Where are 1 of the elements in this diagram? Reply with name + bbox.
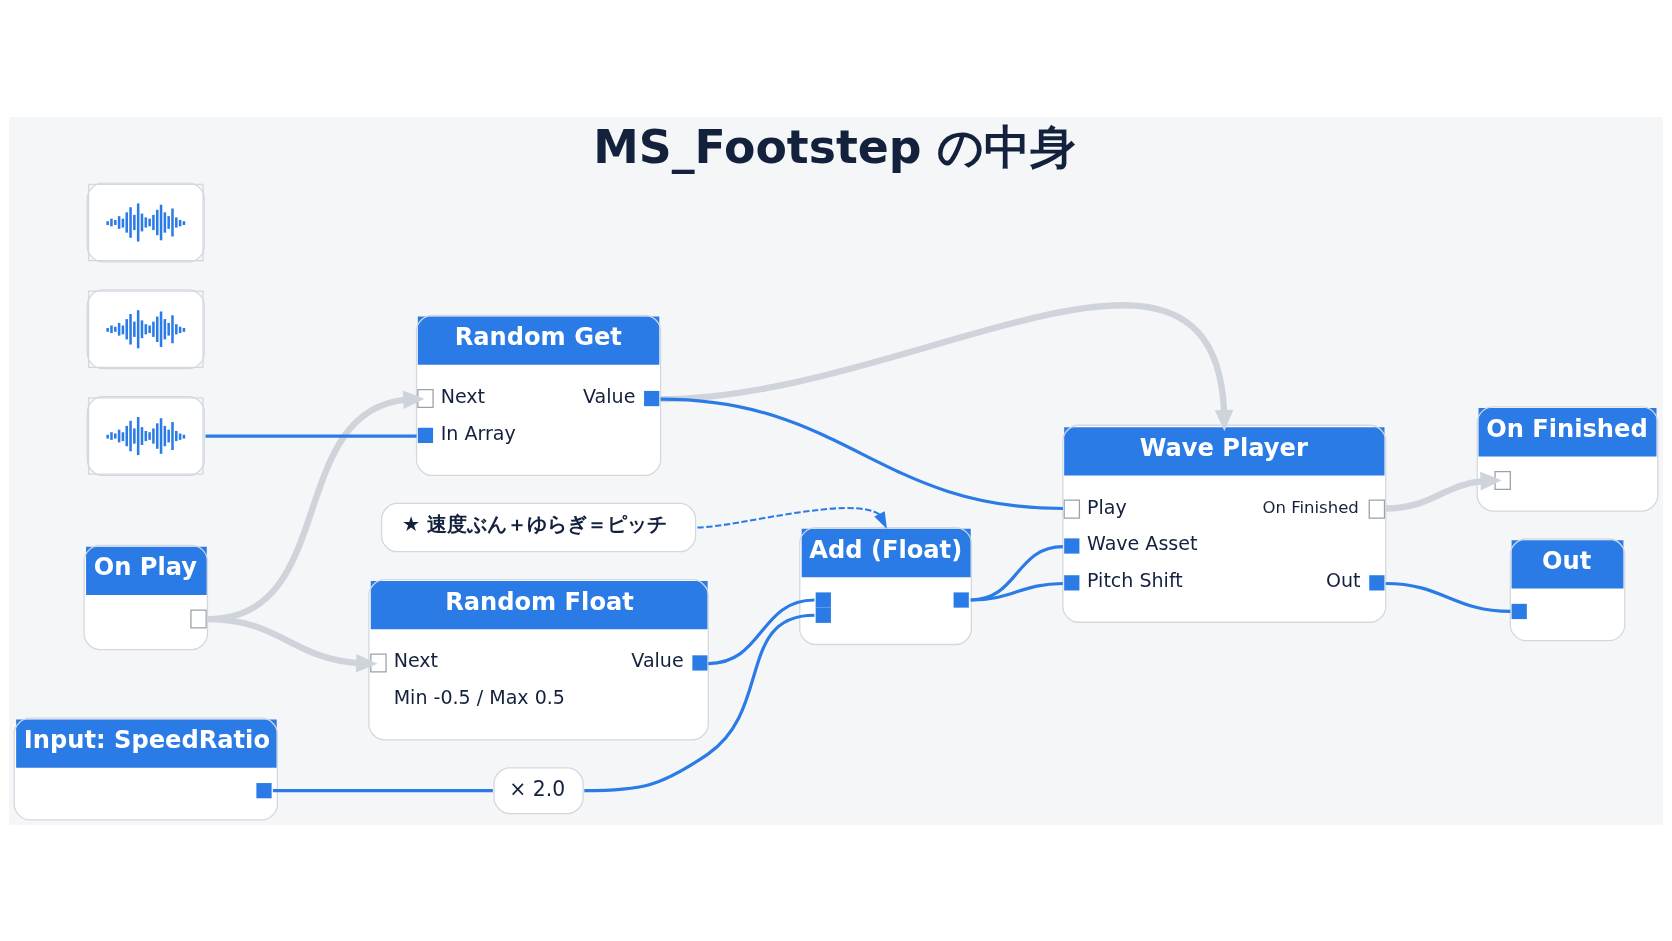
diagram-title: MS_Footstep の中身 xyxy=(593,120,1077,174)
